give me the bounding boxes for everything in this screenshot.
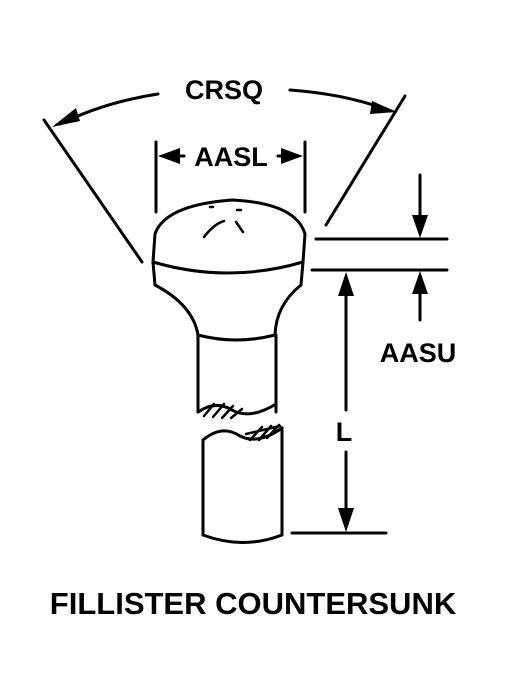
aasl-arrow-right	[281, 148, 303, 164]
length-arrow-top	[338, 272, 354, 296]
dome-highlight-left	[202, 219, 226, 239]
aasu-arrow-top	[412, 215, 428, 238]
aasl-arrow-left	[158, 148, 180, 164]
lower-break-hatch	[244, 423, 282, 442]
diagram-caption: FILLISTER COUNTERSUNK	[50, 586, 457, 621]
screw-head-dome	[151, 198, 307, 264]
length-arrow-bottom	[338, 508, 354, 532]
length-label: L	[336, 417, 353, 447]
upper-break-hatch	[202, 402, 244, 420]
screw-head-rim	[151, 260, 305, 275]
countersink-right	[273, 283, 303, 337]
dome-highlight-right	[234, 220, 245, 234]
crsq-arrow-right	[370, 101, 397, 114]
crsq-arrow-left	[52, 108, 80, 127]
head-side-left	[151, 260, 157, 287]
neck-edge	[196, 333, 277, 342]
crsq-dimension: CRSQ	[42, 75, 407, 264]
length-dimension: L	[290, 272, 388, 535]
crsq-label: CRSQ	[185, 75, 263, 105]
head-side-right	[299, 260, 305, 287]
countersink-left	[153, 283, 200, 337]
aasu-label: AASU	[380, 338, 457, 368]
aasu-arrow-bottom	[412, 271, 428, 294]
crsq-extension-right	[324, 94, 407, 227]
aasl-label: AASL	[194, 142, 268, 172]
aasl-dimension: AASL	[154, 140, 307, 214]
screw-drawing	[151, 198, 307, 544]
aasu-dimension: AASU	[310, 173, 457, 368]
upper-break-line	[196, 402, 278, 416]
crsq-extension-left	[42, 118, 144, 264]
shank-end	[201, 533, 284, 544]
